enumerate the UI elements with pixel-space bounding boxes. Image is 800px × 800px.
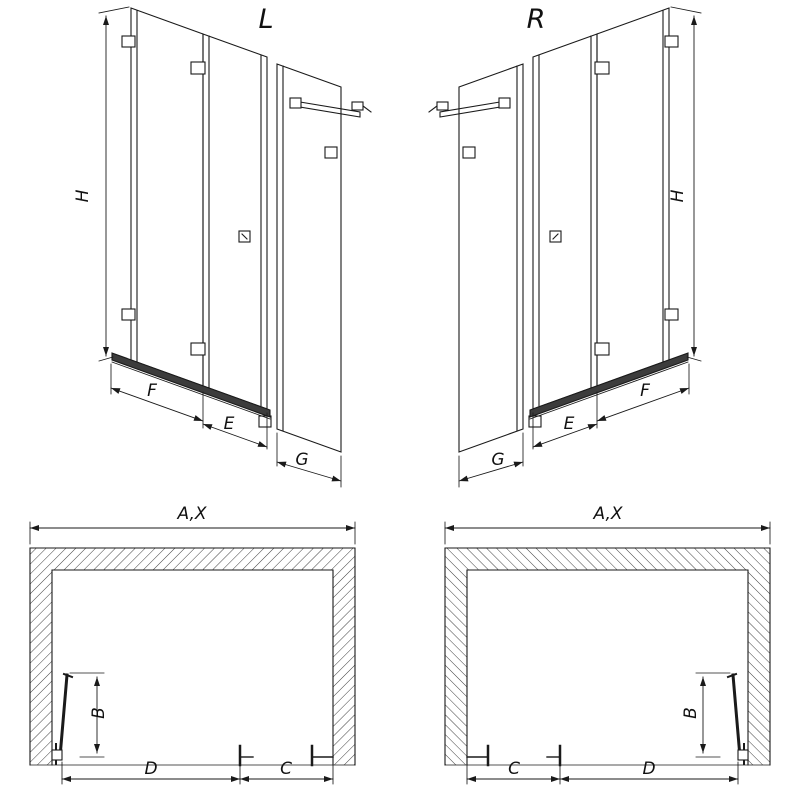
dim-label-e-left: E [224, 414, 235, 434]
dim-label-b-right: B [681, 707, 701, 719]
dim-label-g-right: G [491, 450, 504, 470]
dim-label-e-right: E [564, 414, 575, 434]
panel-hinge-bottom [190, 342, 206, 356]
door-pivot [51, 749, 63, 761]
dim-label-d-right: D [642, 759, 655, 779]
dim-label-d-left: D [144, 759, 157, 779]
dim-label-f-left: F [147, 381, 157, 401]
wall-hatch-left [30, 570, 52, 765]
bottom-bracket [258, 415, 272, 428]
dim-label-ax-left: A,X [177, 504, 207, 524]
dim-label-height-right: H [668, 189, 688, 202]
dim-label-b-left: B [89, 707, 109, 719]
plan-left-drawing [29, 521, 356, 785]
door-leaf-plan [58, 673, 69, 759]
panel-hinge-top [190, 61, 206, 75]
dim-label-ax-right: A,X [593, 504, 623, 524]
dim-label-g-left: G [295, 450, 308, 470]
wall-hatch-right [333, 570, 355, 765]
tray-profile [111, 352, 271, 418]
variant-label-left: L [258, 4, 273, 35]
side-panel-bracket [324, 146, 338, 159]
variant-label-right: R [527, 4, 546, 35]
wall-hinge-top [121, 35, 136, 48]
dim-label-f-right: F [640, 381, 650, 401]
dim-label-height-left: H [73, 189, 93, 202]
elevation-left-drawing [98, 6, 372, 488]
wall-hatch-top [30, 548, 355, 570]
dim-label-c-left: C [280, 759, 292, 779]
wall-hinge-bottom [121, 308, 136, 321]
plan-right-drawing [445, 522, 770, 784]
dim-label-c-right: C [508, 759, 520, 779]
